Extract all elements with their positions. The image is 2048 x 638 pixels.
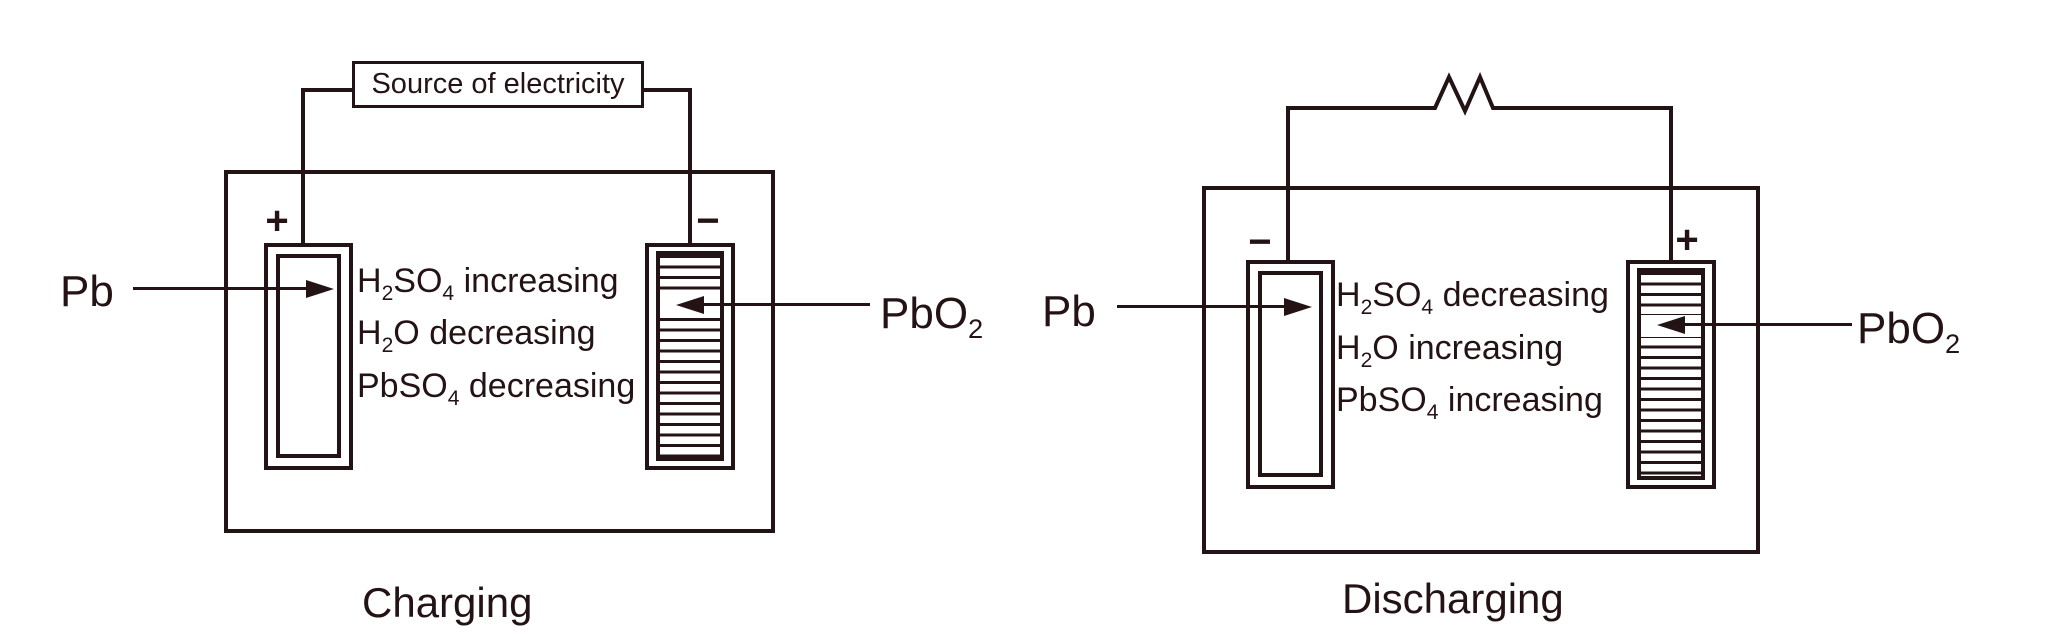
negative-terminal-sign: − [696,199,720,243]
pbo2-arrow [698,303,870,306]
battery-tank [224,170,775,533]
pbo2-electrode-hatch [1637,268,1705,480]
electrolyte-change-line: H2SO4 decreasing [1336,276,1609,319]
positive-terminal-sign: + [1675,218,1699,262]
wire [688,88,692,245]
pb-arrow [1117,305,1289,308]
electrolyte-change-line: PbSO4 decreasing [357,367,636,410]
pbo2-label: PbO2 [880,289,984,344]
pb-arrowhead-icon [306,280,334,298]
wire [1502,106,1673,110]
pbo2-electrode-hatch [656,251,724,461]
wire [1669,106,1673,262]
pb-label: Pb [60,267,114,316]
pb-label: Pb [1042,287,1096,336]
electrolyte-change-line: H2O decreasing [357,314,596,357]
wire [1286,106,1433,110]
wire [301,88,353,92]
wire [301,88,305,245]
resistor-icon [1425,71,1510,116]
pb-arrowhead-icon [1284,298,1312,316]
electrolyte-change-line: PbSO4 increasing [1336,381,1603,424]
caption: Discharging [1342,575,1564,622]
source-of-electricity-box: Source of electricity [352,61,644,108]
pbo2-label: PbO2 [1857,304,1961,359]
electrolyte-change-line: H2O increasing [1336,329,1564,372]
positive-terminal-sign: + [265,199,289,243]
wire [643,88,692,92]
source-label: Source of electricity [371,68,625,100]
caption: Charging [362,579,533,626]
pb-arrow [133,287,309,290]
pbo2-arrowhead-icon [1657,316,1685,334]
electrolyte-change-line: H2SO4 increasing [357,262,619,305]
wire [1286,106,1290,262]
battery-tank [1202,186,1760,554]
pbo2-arrowhead-icon [676,296,704,314]
negative-terminal-sign: − [1248,220,1272,264]
pbo2-arrow [1681,323,1852,326]
